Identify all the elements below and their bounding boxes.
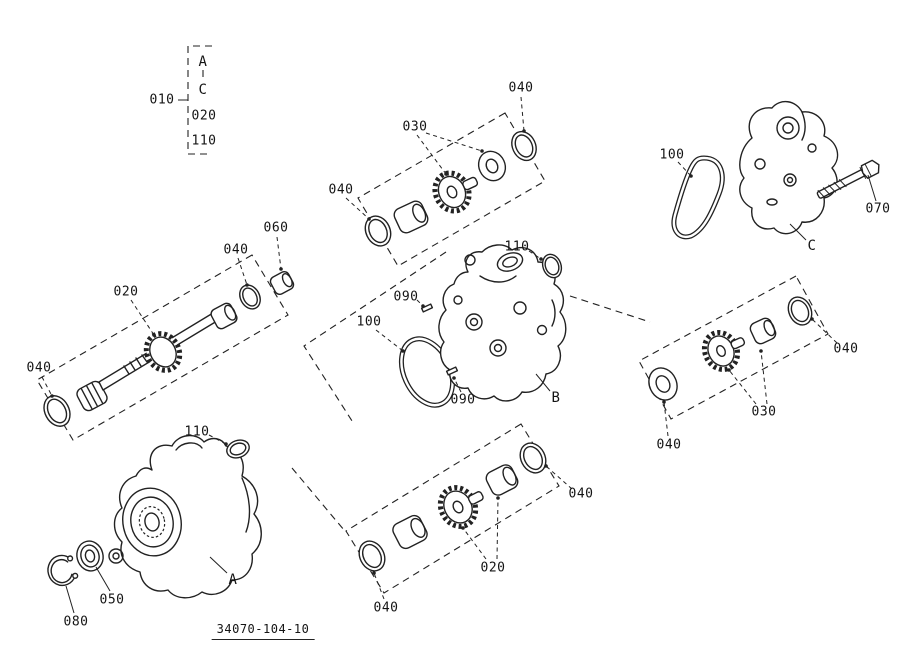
callout-050: 050 xyxy=(99,592,125,608)
o-ring xyxy=(43,395,71,427)
o-ring-110 xyxy=(541,253,563,279)
bushing xyxy=(392,514,428,550)
gear xyxy=(432,170,479,214)
cover-plate-c-group xyxy=(671,101,880,240)
collar xyxy=(210,302,238,330)
gear-kit-right xyxy=(648,296,813,401)
housing-contour xyxy=(241,477,251,533)
body-b-details xyxy=(453,252,556,357)
callout-070: 070 xyxy=(865,201,891,217)
pump-body-b xyxy=(438,244,567,402)
housing-bore xyxy=(122,487,182,557)
bushing xyxy=(393,200,429,234)
callout-030-top: 030 xyxy=(402,119,428,135)
callout-040-far-left: 040 xyxy=(26,360,52,376)
o-ring xyxy=(519,442,547,474)
callout-020-bottom: 020 xyxy=(480,560,506,576)
callout-040-bottom-left: 040 xyxy=(373,600,399,616)
callout-040-right: 040 xyxy=(833,341,859,357)
callout-040-top-left: 040 xyxy=(328,182,354,198)
drawing-number: 34070-104-10 xyxy=(211,622,315,640)
callout-110-lower-left: 110 xyxy=(184,424,210,440)
callout-040-top: 040 xyxy=(508,80,534,96)
drive-gear-shaft-kit xyxy=(43,270,295,427)
callout-100-center: 100 xyxy=(356,314,382,330)
housing-arch xyxy=(175,442,203,451)
housing-ear-hole xyxy=(108,548,124,564)
callout-080: 080 xyxy=(63,614,89,630)
callout-040-right-lower: 040 xyxy=(656,437,682,453)
callout-leaders xyxy=(41,96,838,600)
bushing xyxy=(648,367,678,401)
callout-030-right: 030 xyxy=(751,404,777,420)
leader-end-dots xyxy=(50,129,814,575)
pump-housing-a-group xyxy=(47,435,262,599)
o-ring xyxy=(364,215,392,247)
callout-090-upper: 090 xyxy=(393,289,419,305)
callout-040-mid-left: 040 xyxy=(223,242,249,258)
cover-plate-c xyxy=(739,101,839,235)
bolt-070 xyxy=(816,159,880,199)
callout-letter-b: B xyxy=(551,390,561,406)
pump-body-b-group xyxy=(398,244,567,408)
callout-letter-c-bracket: C xyxy=(198,82,208,98)
housing-ear-hole-inner xyxy=(112,552,120,560)
gear-kit-bottom xyxy=(358,442,547,572)
o-ring xyxy=(787,296,813,326)
letter-leader-lines xyxy=(65,99,877,614)
callout-letter-c-cover: C xyxy=(807,238,817,254)
callout-040-bottom-right: 040 xyxy=(568,486,594,502)
gear xyxy=(701,330,746,372)
callout-110-bracket: 110 xyxy=(191,133,217,149)
collar xyxy=(749,317,777,345)
callout-020-bracket: 020 xyxy=(191,108,217,124)
snap-washer xyxy=(239,284,261,310)
callout-100-top: 100 xyxy=(659,147,685,163)
gasket-100 xyxy=(671,155,725,240)
o-ring-110 xyxy=(226,439,250,459)
dowel-pin xyxy=(445,366,459,376)
bushing xyxy=(485,464,519,496)
callout-letter-a-bracket: A xyxy=(198,54,208,70)
collar xyxy=(477,150,507,182)
bushing-060 xyxy=(269,270,295,296)
gear-kit-top xyxy=(364,130,537,247)
gear xyxy=(437,485,484,529)
spline-hatch xyxy=(123,354,148,375)
callout-letter-a-housing: A xyxy=(228,572,238,588)
pump-housing-a xyxy=(113,435,262,599)
callout-020-left: 020 xyxy=(113,284,139,300)
callout-010: 010 xyxy=(149,92,175,108)
callout-060: 060 xyxy=(263,220,289,236)
oil-seal-050 xyxy=(76,540,104,572)
snap-ring-080 xyxy=(47,554,79,587)
callout-110-center: 110 xyxy=(504,239,530,255)
o-ring xyxy=(358,540,386,572)
callout-090-lower: 090 xyxy=(450,392,476,408)
dowel-pin xyxy=(420,303,434,313)
o-ring xyxy=(511,130,537,162)
